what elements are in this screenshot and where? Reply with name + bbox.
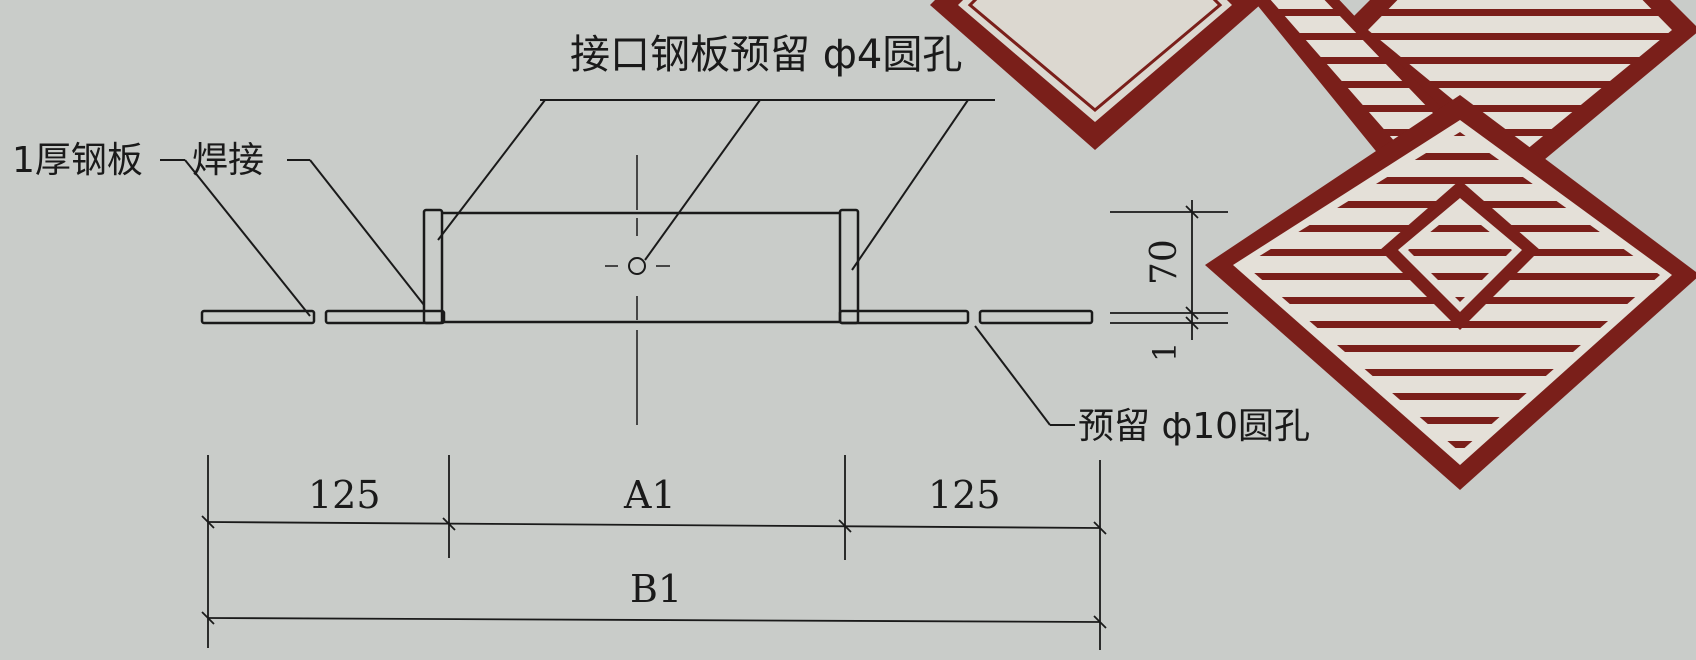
- plate-thickness-label: 1厚钢板: [12, 140, 143, 181]
- center-axis: [605, 155, 670, 425]
- dim-left-value: 125: [308, 473, 381, 517]
- dim-height-value: 70: [1144, 239, 1185, 285]
- steel-plate-section: [200, 208, 1094, 325]
- hole-label: 预留 ф10圆孔: [1078, 406, 1310, 447]
- width-dimensions: [201, 455, 1107, 650]
- dim-center-value: A1: [623, 473, 676, 517]
- height-dimension: [1110, 200, 1228, 340]
- large-hatched-diamond: [1205, 95, 1696, 490]
- dim-right-value: 125: [928, 473, 1001, 517]
- weld-label: 焊接: [192, 140, 264, 181]
- dim-thickness-value: 1: [1146, 342, 1184, 362]
- diamond-pattern: [930, 0, 1696, 490]
- speckled-diamond: [930, 0, 1260, 150]
- top-leader-lines: [437, 99, 995, 271]
- hole-leader: [974, 325, 1075, 426]
- dim-total-value: B1: [630, 567, 682, 611]
- left-leader-lines: [160, 159, 425, 317]
- top-annotation-label: 接口钢板预留 ф4圆孔: [570, 32, 962, 78]
- upper-hatched-diamond: [1340, 0, 1696, 180]
